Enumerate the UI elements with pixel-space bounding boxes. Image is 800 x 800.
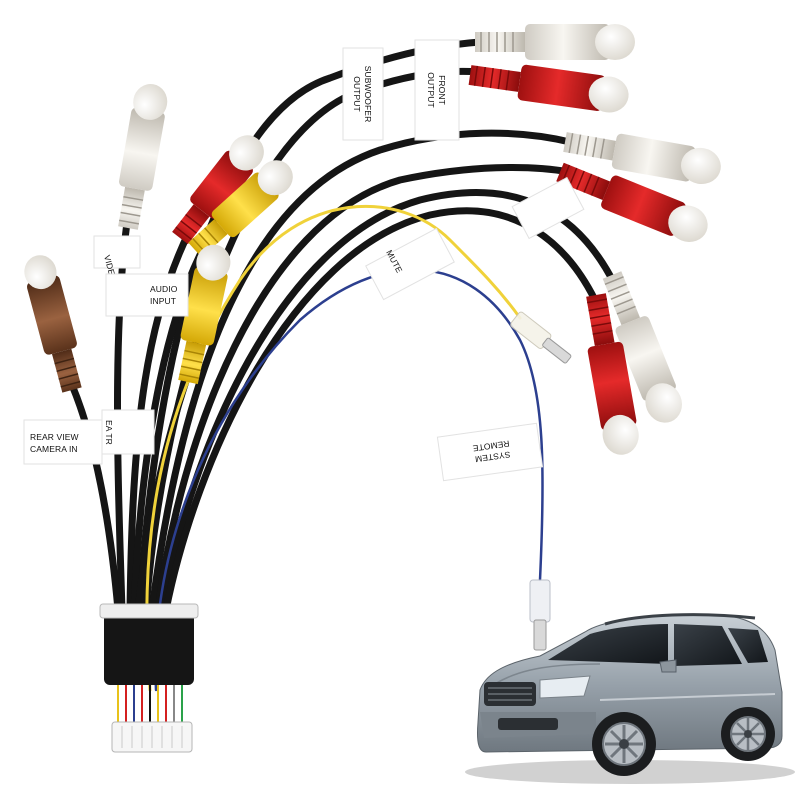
label-front-line2: OUTPUT [426, 72, 436, 108]
rca-yellow-lower [178, 244, 231, 385]
rca-rear-white [563, 132, 721, 185]
label-mute: MUTE [365, 227, 455, 301]
label-audio-line2: INPUT [150, 296, 176, 306]
label-rear-line2: CAMERA IN [30, 444, 78, 454]
label-audio-line1: AUDIO [150, 284, 178, 294]
suv-car-image [465, 613, 795, 784]
cable-rear-white [148, 129, 574, 614]
cable-rear-red [154, 163, 574, 614]
label-partial-text: EA TR [104, 420, 114, 445]
wire-mute-yellow [145, 204, 522, 692]
rca-audio-yellow [188, 160, 293, 258]
label-partial-tag: EA TR [101, 409, 155, 455]
label-rear-line1: REAR VIEW [30, 432, 79, 442]
rca-camera-brown [24, 255, 82, 393]
label-rear-view-camera: REAR VIEW CAMERA IN [23, 419, 103, 465]
label-system-remote: SYSTEM REMOTE [436, 422, 544, 482]
rca-audio-red [172, 135, 264, 245]
label-audio-input: AUDIO INPUT [105, 273, 189, 317]
rca-video-white [118, 83, 168, 230]
rca-aux-white [602, 271, 682, 423]
label-front-output: FRONT OUTPUT [414, 39, 460, 141]
harness-connector [99, 603, 199, 753]
rear-wheel [721, 707, 775, 761]
connector-pins [117, 685, 183, 725]
label-subwoofer-output: SUBWOOFER OUTPUT [342, 47, 384, 141]
label-front-line1: FRONT [437, 75, 447, 105]
cable-brown [68, 381, 122, 614]
cable-aux-red [162, 207, 599, 614]
cable-audio-red [126, 226, 194, 614]
rca-rear-red [556, 162, 708, 242]
mute-terminal [510, 311, 572, 364]
label-system-line1: SYSTEM [474, 450, 511, 465]
rca-front-red [468, 64, 629, 113]
rca-front-white [475, 24, 635, 60]
label-subwoofer-line1: SUBWOOFER [363, 66, 373, 123]
label-subwoofer-line2: OUTPUT [352, 76, 362, 112]
front-wheel [592, 712, 656, 776]
remote-terminal [529, 579, 551, 651]
label-rear-pair-tag [511, 176, 585, 240]
rca-aux-red [586, 293, 639, 455]
